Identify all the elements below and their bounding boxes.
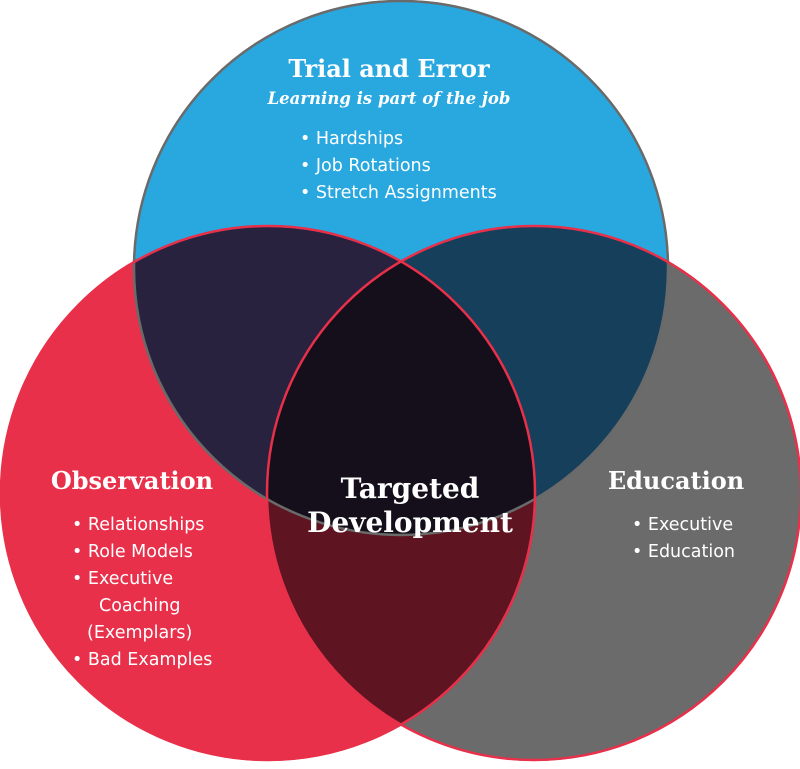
education-item-1: • Executive [632,515,733,535]
observation-item-3: • Executive [72,569,173,589]
trial-and-error-outline [132,0,670,537]
observation-title: Observation [51,466,213,495]
trial-item-3: • Stretch Assignments [300,183,497,203]
center-title-line-1: Targeted [341,472,480,505]
observation-item-2: • Role Models [72,542,193,562]
observation-item-1: • Relationships [72,515,204,535]
trial-item-1: • Hardships [300,129,403,149]
center-title-line-2: Development [307,506,513,539]
observation-outline [0,224,537,762]
trial-and-error-subtitle: Learning is part of the job [267,89,511,108]
education-title: Education [608,466,744,495]
trial-and-error-title: Trial and Error [288,54,490,83]
education-outline [265,224,800,762]
education-item-2: • Education [632,542,735,562]
observation-item-3-cont-1: Coaching [99,596,180,616]
observation-item-4: • Bad Examples [72,650,212,670]
observation-item-3-cont-2: (Exemplars) [87,623,192,643]
trial-item-2: • Job Rotations [300,156,431,176]
